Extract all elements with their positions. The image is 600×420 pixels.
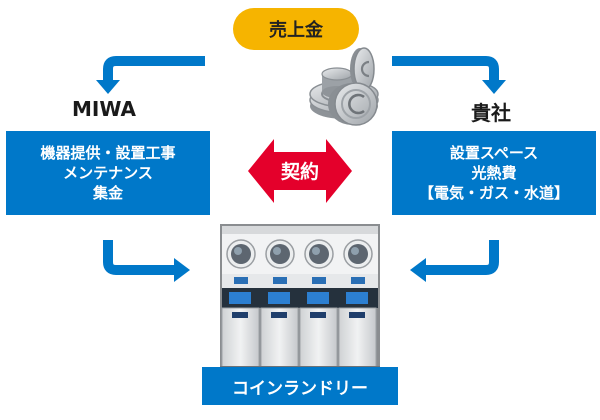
client-role-utilities: 光熱費 <box>471 164 517 182</box>
contract-double-arrow <box>248 139 352 203</box>
miwa-party-name: MIWA <box>72 97 136 121</box>
miwa-roles-box: 機器提供・設置工事 メンテナンス 集金 <box>6 131 210 215</box>
contract-label: 契約 <box>280 161 319 183</box>
coin-stack-icon <box>309 47 379 126</box>
coin-laundry-label-box: コインランドリー <box>202 367 398 405</box>
revenue-to-miwa-arrow <box>96 56 205 94</box>
client-roles-box: 設置スペース 光熱費 【電気・ガス・水道】 <box>392 131 596 215</box>
client-to-laundry-arrow <box>410 240 499 282</box>
revenue-label: 売上金 <box>269 20 323 41</box>
coin-laundry-machines-icon <box>220 224 380 370</box>
miwa-to-laundry-arrow <box>103 240 190 282</box>
client-party-name: 貴社 <box>471 101 511 125</box>
client-role-utility-types: 【電気・ガス・水道】 <box>418 184 569 202</box>
client-role-space: 設置スペース <box>449 144 539 162</box>
miwa-role-maintenance: メンテナンス <box>63 164 153 182</box>
miwa-role-equipment: 機器提供・設置工事 <box>40 144 176 162</box>
revenue-to-client-arrow <box>392 56 506 94</box>
revenue-badge: 売上金 <box>233 8 359 50</box>
miwa-role-collection: 集金 <box>92 184 123 202</box>
coin-laundry-label: コインランドリー <box>232 378 368 399</box>
